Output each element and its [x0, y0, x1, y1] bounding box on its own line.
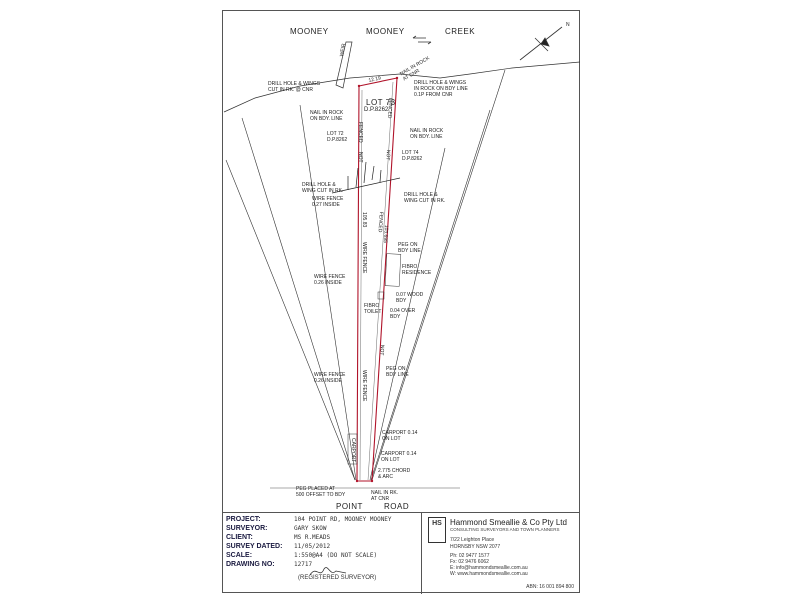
- flow-arrow: [412, 35, 432, 45]
- adjoining-boundaries: [225, 69, 506, 481]
- survey-sheet: [222, 10, 580, 593]
- not-label-right: NOT: [384, 149, 391, 161]
- weir: [335, 41, 353, 89]
- note-wire-fence-026a: WIRE FENCE 0.26 INSIDE: [314, 274, 346, 286]
- note-nail-bottom: NAIL IN RK. AT CNR: [371, 490, 399, 502]
- project-row: PROJECT:104 POINT RD, MOONEY MOONEY: [226, 516, 392, 523]
- client-row: CLIENT:MS R.MEADS: [226, 534, 331, 541]
- scale-row: SCALE:1:550@A4 (DO NOT SCALE): [226, 552, 378, 559]
- not-label-right-2: NOT: [378, 344, 385, 356]
- firm-address-2: HORNSBY NSW 2077: [450, 544, 501, 550]
- note-peg-right-2: PEG ON BDY LINE: [386, 366, 409, 378]
- note-drill-left-mid: DRILL HOLE & WING CUT IN RK.: [302, 182, 344, 194]
- creek-word-2: MOONEY: [366, 27, 405, 36]
- note-carport-014a: CARPORT 0.14 ON LOT: [382, 430, 418, 442]
- creek-shoreline: [223, 61, 581, 113]
- corner-marks: [355, 76, 399, 483]
- survey-dated-row: SURVEY DATED:11/05/2012: [226, 543, 331, 550]
- creek-word-3: CREEK: [445, 27, 476, 36]
- north-arrow: [519, 26, 563, 61]
- lot-74-label: LOT 74 D.P.8262: [402, 150, 423, 162]
- note-wire-fence-027: WIRE FENCE 0.27 INSIDE: [312, 196, 344, 208]
- fibro-toilet-outline: [377, 291, 385, 300]
- firm-phone: Ph: 02 9477 1577: [450, 553, 490, 559]
- left-fence-line: [359, 89, 363, 481]
- road-word-2: ROAD: [384, 502, 410, 511]
- firm-subtitle: CONSULTING SURVEYORS AND TOWN PLANNERS: [450, 527, 560, 532]
- fenced-label-right: FENCED: [386, 97, 393, 119]
- carport-outline: [347, 433, 358, 465]
- left-length: 105.83: [361, 212, 367, 228]
- fibro-toilet-label: FIBRO TOILET: [364, 303, 382, 315]
- road-word-1: POINT: [336, 502, 363, 511]
- signature-caption: (REGISTERED SURVEYOR): [298, 575, 377, 581]
- note-nail-right: NAIL IN ROCK ON BDY. LINE: [410, 128, 444, 140]
- note-drill-right-mid: DRILL HOLE & WING CUT IN RK.: [404, 192, 446, 204]
- firm-details: HS Hammond Smeallie & Co Pty Ltd CONSULT…: [422, 513, 580, 594]
- note-peg-right: PEG ON BDY LINE: [398, 242, 421, 254]
- carport-label: CARPORT: [350, 438, 356, 463]
- project-details: PROJECT:104 POINT RD, MOONEY MOONEY SURV…: [222, 513, 422, 594]
- drawing-no-row: DRAWING NO:12717: [226, 561, 313, 568]
- firm-fax: Fx: 02 9476 6062: [450, 559, 489, 565]
- lot-73-dp: D.P.8262: [364, 107, 389, 113]
- wire-fence-label-upper: WIRE FENCE: [361, 242, 367, 274]
- fibro-residence-outline: [384, 253, 402, 287]
- firm-name: Hammond Smeallie & Co Pty Ltd: [450, 518, 567, 527]
- firm-logo: HS: [428, 517, 446, 543]
- note-wire-fence-026b: WIRE FENCE 0.26 INSIDE: [314, 372, 346, 384]
- note-drill-left-top: DRILL HOLE & WINGS CUT IN RK. @ CNR: [268, 81, 321, 93]
- not-label-left: NOT: [357, 152, 363, 163]
- title-block: PROJECT:104 POINT RD, MOONEY MOONEY SURV…: [222, 512, 580, 594]
- lot-73-label: LOT 73: [366, 98, 396, 107]
- note-peg-bottom: PEG PLACED AT 500 OFFSET TO BDY: [296, 486, 346, 498]
- note-wood-007: 0.07 WOOD BDY: [396, 292, 424, 304]
- rock-hatching: [331, 161, 401, 194]
- fenced-label-left: FENCED: [357, 122, 363, 143]
- north-label: N: [566, 22, 570, 28]
- note-carport-014b: CARPORT 0.14 ON LOT: [381, 451, 417, 463]
- firm-website: W: www.hammondsmeallie.com.au: [450, 571, 528, 577]
- firm-email: E: info@hammondsmeallie.com.au: [450, 565, 528, 571]
- note-chord: 2.775 CHORD & ARC: [378, 468, 411, 480]
- firm-address-1: 7/22 Leighton Place: [450, 537, 495, 543]
- surveyor-signature: [309, 567, 347, 576]
- fibro-residence-label: FIBRO RESIDENCE: [402, 264, 432, 276]
- right-fence-line: [367, 81, 394, 481]
- surveyor-row: SURVEYOR:GARY SKOW: [226, 525, 327, 532]
- lot-72-label: LOT 72 D.P.8262: [327, 131, 348, 143]
- wire-fence-label-lower: WIRE FENCE: [361, 370, 367, 402]
- firm-abn: ABN: 16 001 894 800: [526, 584, 574, 590]
- note-drill-right-top: DRILL HOLE & WINGS IN ROCK ON BDY LINE 0…: [414, 80, 468, 98]
- note-over-004: 0.04 OVER BDY: [390, 308, 416, 320]
- note-nail-left: NAIL IN ROCK ON BDY. LINE: [310, 110, 344, 122]
- creek-word-1: MOONEY: [290, 27, 329, 36]
